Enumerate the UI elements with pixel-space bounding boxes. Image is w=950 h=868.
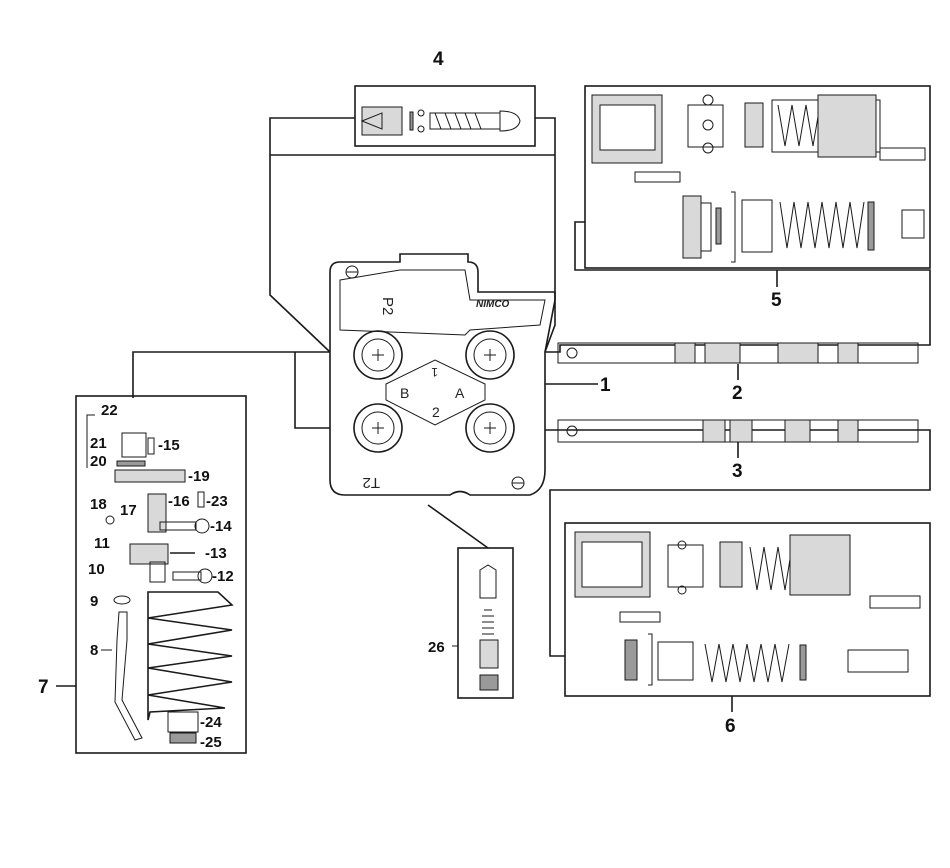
callout-13: -13 [205, 545, 227, 562]
callout-11: 11 [94, 535, 110, 552]
callout-labels: 1 2 3 4 5 6 7 8 9 10 11 -12 -13 -14 -15 … [38, 49, 782, 751]
port-top-right [465, 330, 515, 380]
box-6-relief-assembly [564, 522, 931, 697]
brand-logo-text: NIMCO [476, 299, 510, 310]
callout-3: 3 [732, 461, 743, 482]
callout-25: -25 [200, 734, 222, 751]
callout-20: 20 [90, 453, 107, 470]
callout-6: 6 [725, 716, 736, 737]
box-7-handle-assembly [75, 395, 247, 754]
callout-4: 4 [433, 49, 444, 70]
box-26-check-assembly [457, 547, 514, 699]
port-top-left [353, 330, 403, 380]
callout-18: 18 [90, 496, 107, 513]
port-label-b: B [400, 385, 409, 401]
spool-3 [557, 419, 919, 443]
port-label-t2: T2 [362, 474, 380, 491]
callout-1: 1 [600, 375, 611, 396]
valve-body: P2 T2 A B 1 2 NIMCO [329, 253, 556, 496]
callout-10: 10 [88, 561, 105, 578]
port-label-2: 2 [432, 404, 440, 420]
port-bottom-right [465, 403, 515, 453]
port-label-p2: P2 [379, 297, 396, 315]
callout-5: 5 [771, 290, 782, 311]
box-4-detent [354, 85, 536, 147]
callout-17: 17 [120, 502, 137, 519]
callout-7: 7 [38, 677, 49, 698]
callout-9: 9 [90, 593, 98, 610]
callout-22: 22 [101, 402, 118, 419]
callout-19: -19 [188, 468, 210, 485]
port-bottom-left [353, 403, 403, 453]
box-5-relief-assembly [584, 85, 931, 269]
spool-2 [557, 342, 919, 364]
callout-23: -23 [206, 493, 228, 510]
callout-16: -16 [168, 493, 190, 510]
callout-24: -24 [200, 714, 222, 731]
port-label-1: 1 [431, 365, 438, 379]
callout-8: 8 [90, 642, 98, 659]
port-label-a: A [455, 385, 465, 401]
callout-21: 21 [90, 435, 107, 452]
callout-12: -12 [212, 568, 234, 585]
callout-2: 2 [732, 383, 743, 404]
callout-15: -15 [158, 437, 180, 454]
callout-14: -14 [210, 518, 232, 535]
connector-lines [56, 117, 931, 712]
callout-26: 26 [428, 639, 445, 656]
